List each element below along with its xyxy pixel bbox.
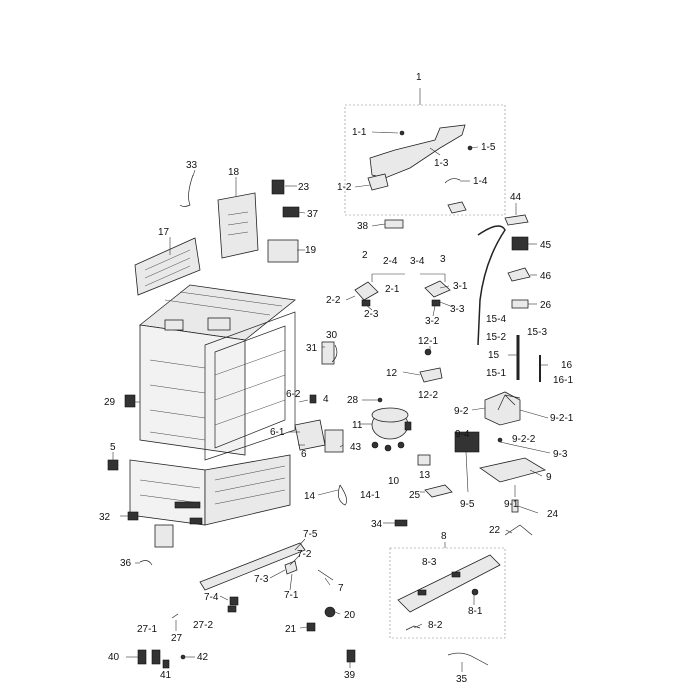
callout-1-3: 1-3 xyxy=(434,158,449,169)
callout-21: 21 xyxy=(285,624,297,635)
callout-2-4: 2-4 xyxy=(383,256,398,267)
callout-24: 24 xyxy=(547,509,559,520)
callout-46: 46 xyxy=(540,271,552,282)
callout-8-2: 8-2 xyxy=(428,620,443,631)
callout-30: 30 xyxy=(326,330,338,341)
callout-25: 25 xyxy=(409,490,421,501)
callout-45: 45 xyxy=(540,240,552,251)
callout-18: 18 xyxy=(228,167,240,178)
callout-14-1: 14-1 xyxy=(360,490,380,501)
callout-1-2: 1-2 xyxy=(337,182,352,193)
callout-39: 39 xyxy=(344,670,356,681)
refrigerator-cabinet xyxy=(129,284,296,526)
callout-9-2-1: 9-2-1 xyxy=(550,413,574,424)
callout-23: 23 xyxy=(298,182,310,193)
callout-15: 15 xyxy=(488,350,500,361)
callout-43: 43 xyxy=(350,442,362,453)
callout-7-1: 7-1 xyxy=(284,590,299,601)
callout-2: 2 xyxy=(362,250,368,261)
callout-5: 5 xyxy=(110,442,116,453)
callout-37: 37 xyxy=(307,209,319,220)
callout-7-3: 7-3 xyxy=(254,574,269,585)
callout-7: 7 xyxy=(338,583,344,594)
callout-15-1: 15-1 xyxy=(486,368,506,379)
callout-33: 33 xyxy=(186,160,198,171)
callout-3-2: 3-2 xyxy=(425,316,440,327)
callout-27-1: 27-1 xyxy=(137,624,157,635)
callout-13: 13 xyxy=(419,470,431,481)
machine-room-cover xyxy=(389,547,506,639)
callout-9-3: 9-3 xyxy=(553,449,568,460)
top-bracket-assembly xyxy=(344,88,506,216)
leader-lines xyxy=(112,131,551,672)
callout-16-1: 16-1 xyxy=(553,375,573,386)
compressor-assembly xyxy=(371,397,431,466)
callout-12-1: 12-1 xyxy=(418,336,438,347)
callout-20: 20 xyxy=(344,610,356,621)
callout-7-2: 7-2 xyxy=(297,549,312,560)
callout-2-2: 2-2 xyxy=(326,295,341,306)
callout-1-1: 1-1 xyxy=(352,127,367,138)
callout-9-5: 9-5 xyxy=(460,499,475,510)
callout-19: 19 xyxy=(305,245,317,256)
callout-15-2: 15-2 xyxy=(486,332,506,343)
callout-7-5: 7-5 xyxy=(303,529,318,540)
left-panels xyxy=(134,174,300,296)
callout-9-2-2: 9-2-2 xyxy=(512,434,536,445)
callout-15-4: 15-4 xyxy=(486,314,506,325)
callout-26: 26 xyxy=(540,300,552,311)
callout-28: 28 xyxy=(347,395,359,406)
callout-34: 34 xyxy=(371,519,383,530)
callout-27-2: 27-2 xyxy=(193,620,213,631)
callout-4: 4 xyxy=(323,394,329,405)
callout-6-2: 6-2 xyxy=(286,389,301,400)
callout-8: 8 xyxy=(441,531,447,542)
callout-1-5: 1-5 xyxy=(481,142,496,153)
callout-2-3: 2-3 xyxy=(364,309,379,320)
callout-6-1: 6-1 xyxy=(270,427,285,438)
callout-6: 6 xyxy=(301,449,307,460)
callout-3-4: 3-4 xyxy=(410,256,425,267)
right-tubing-parts xyxy=(477,214,541,382)
callout-8-3: 8-3 xyxy=(422,557,437,568)
callout-labels: 1 1-1 1-2 1-3 1-4 1-5 2 2-1 2-2 2-3 2-4 … xyxy=(99,72,574,685)
callout-1-4: 1-4 xyxy=(473,176,488,187)
callout-9-4: 9-4 xyxy=(455,429,470,440)
callout-36: 36 xyxy=(120,558,132,569)
callout-38: 38 xyxy=(357,221,369,232)
callout-40: 40 xyxy=(108,652,120,663)
callout-41: 41 xyxy=(160,670,172,681)
callout-9-2: 9-2 xyxy=(454,406,469,417)
callout-29: 29 xyxy=(104,397,116,408)
callout-14: 14 xyxy=(304,491,316,502)
callout-16: 16 xyxy=(561,360,573,371)
callout-42: 42 xyxy=(197,652,209,663)
callout-12-2: 12-2 xyxy=(418,390,438,401)
callout-12: 12 xyxy=(386,368,398,379)
callout-1: 1 xyxy=(416,72,422,83)
callout-11: 11 xyxy=(352,420,363,431)
callout-27: 27 xyxy=(171,633,183,644)
callout-22: 22 xyxy=(489,525,501,536)
callout-9: 9 xyxy=(546,472,552,483)
callout-35: 35 xyxy=(456,674,468,685)
callout-17: 17 xyxy=(158,227,170,238)
callout-8-1: 8-1 xyxy=(468,606,483,617)
callout-7-4: 7-4 xyxy=(204,592,219,603)
callout-32: 32 xyxy=(99,512,111,523)
bottom-rail-parts xyxy=(137,542,336,669)
callout-15-3: 15-3 xyxy=(527,327,547,338)
callout-10: 10 xyxy=(388,476,400,487)
callout-9-1: 9-1 xyxy=(504,499,519,510)
callout-3: 3 xyxy=(440,254,446,265)
callout-2-1: 2-1 xyxy=(385,284,400,295)
callout-31: 31 xyxy=(306,343,318,354)
callout-44: 44 xyxy=(510,192,522,203)
callout-3-3: 3-3 xyxy=(450,304,465,315)
damper-parts xyxy=(107,219,489,666)
callout-3-1: 3-1 xyxy=(453,281,468,292)
